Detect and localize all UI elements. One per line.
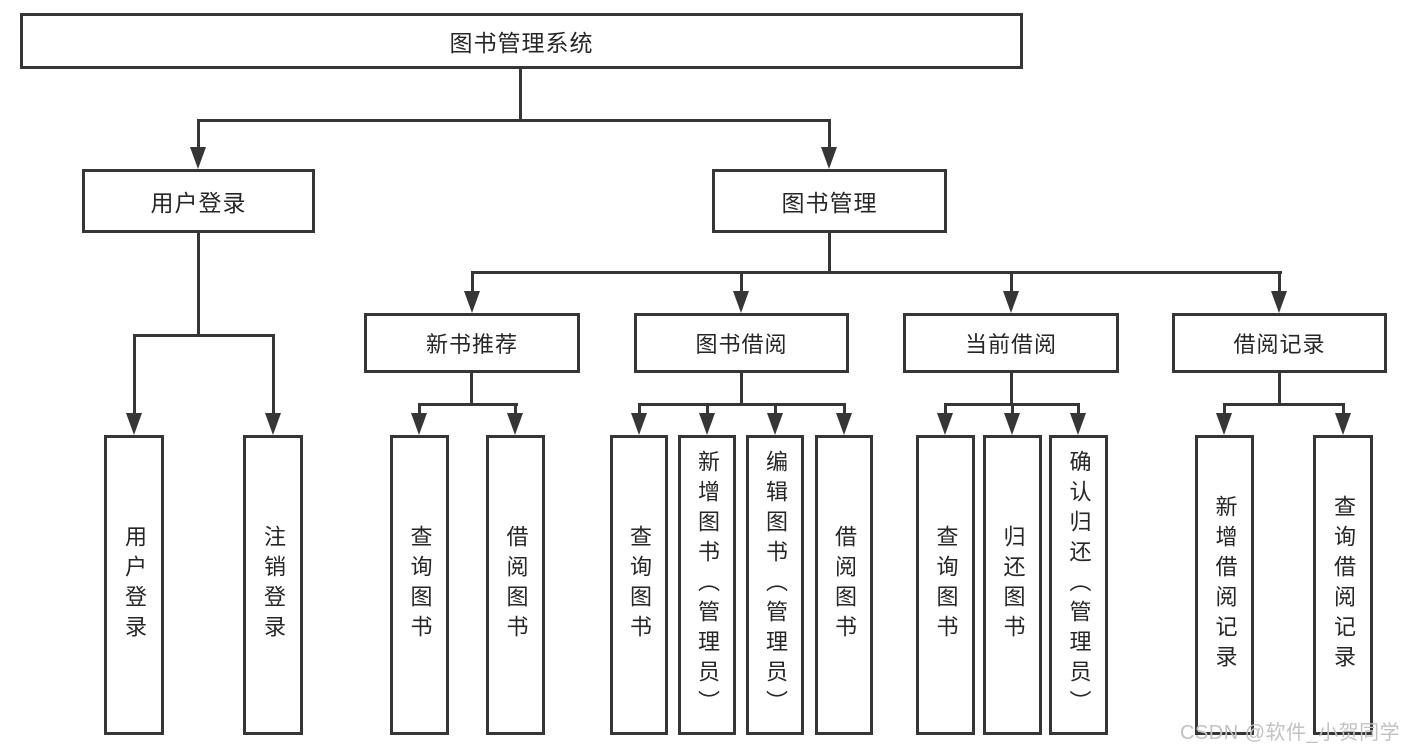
csdn-watermark: CSDN @软件_小贺同学: [1180, 722, 1401, 744]
leaf-borrow-books-recommend: 借阅图书: [486, 435, 545, 735]
node-label: 用户登录: [122, 525, 147, 645]
node-current-borrowing: 当前借阅: [903, 313, 1119, 373]
leaf-add-book-admin: 新增图书（管理员）: [678, 435, 736, 735]
connector-line: [418, 403, 518, 406]
connector-line: [740, 271, 743, 293]
connector-line: [1010, 271, 1013, 293]
arrowhead-down-icon: [821, 147, 837, 169]
node-label: 当前借阅: [964, 332, 1057, 357]
leaf-query-borrow-record: 查询借阅记录: [1313, 435, 1373, 735]
connector-line: [197, 119, 200, 151]
arrowhead-down-icon: [190, 147, 206, 169]
arrowhead-down-icon: [507, 413, 523, 435]
leaf-logout: 注销登录: [243, 435, 303, 735]
arrowhead-down-icon: [411, 413, 427, 435]
arrowhead-down-icon: [464, 291, 480, 313]
leaf-borrow-books-borrowing: 借阅图书: [815, 435, 873, 735]
node-label: 归还图书: [1000, 525, 1026, 645]
node-label: 新增借阅记录: [1212, 495, 1238, 675]
connector-line: [1077, 403, 1080, 417]
connector-line: [1342, 403, 1345, 417]
node-label: 新书推荐: [425, 332, 518, 357]
arrowhead-down-icon: [265, 413, 281, 435]
connector-line: [471, 271, 474, 293]
arrowhead-down-icon: [1216, 413, 1232, 435]
node-book-borrowing: 图书借阅: [634, 313, 849, 373]
connector-line: [774, 403, 777, 417]
leaf-user-login: 用户登录: [104, 435, 164, 735]
arrowhead-down-icon: [1335, 413, 1351, 435]
arrowhead-down-icon: [1003, 291, 1019, 313]
connector-line: [418, 403, 421, 417]
arrowhead-down-icon: [733, 291, 749, 313]
connector-line: [843, 403, 846, 417]
arrowhead-down-icon: [1271, 291, 1287, 313]
node-label: 借阅图书: [503, 525, 529, 645]
arrowhead-down-icon: [1070, 413, 1086, 435]
connector-line: [1223, 403, 1345, 406]
leaf-query-books-recommend: 查询图书: [390, 435, 449, 735]
node-label: 图书管理: [781, 190, 878, 216]
node-label: 图书借阅: [695, 332, 788, 357]
connector-line: [272, 334, 275, 415]
node-label: 编辑图书（管理员）: [763, 450, 788, 720]
node-label: 借阅记录: [1233, 332, 1326, 357]
connector-line: [519, 69, 522, 122]
node-user-login: 用户登录: [82, 169, 315, 233]
node-book-management-system: 图书管理系统: [20, 13, 1023, 69]
connector-line: [1011, 403, 1014, 417]
connector-line: [638, 403, 846, 406]
connector-line: [1010, 373, 1013, 406]
leaf-query-books-borrowing: 查询图书: [610, 435, 668, 735]
connector-line: [944, 403, 947, 417]
node-borrowing-records: 借阅记录: [1172, 313, 1387, 373]
connector-line: [470, 373, 473, 406]
node-new-book-recommendation: 新书推荐: [364, 313, 580, 373]
arrowhead-down-icon: [126, 413, 142, 435]
node-label: 查询图书: [407, 525, 433, 645]
arrowhead-down-icon: [767, 413, 783, 435]
leaf-edit-book-admin: 编辑图书（管理员）: [746, 435, 804, 735]
connector-line: [706, 403, 709, 417]
arrowhead-down-icon: [937, 413, 953, 435]
node-label: 查询图书: [933, 525, 959, 645]
leaf-query-books-current: 查询图书: [916, 435, 975, 735]
connector-line: [514, 403, 517, 417]
arrowhead-down-icon: [699, 413, 715, 435]
leaf-confirm-return-admin: 确认归还（管理员）: [1049, 435, 1108, 735]
node-label: 查询借阅记录: [1331, 495, 1356, 675]
node-label: 查询图书: [627, 525, 652, 645]
node-label: 注销登录: [261, 525, 286, 645]
node-label: 用户登录: [150, 190, 247, 216]
connector-line: [638, 403, 641, 417]
connector-line: [197, 119, 831, 122]
arrowhead-down-icon: [1004, 413, 1020, 435]
connector-line: [1278, 373, 1281, 406]
connector-line: [1223, 403, 1226, 417]
connector-line: [197, 233, 200, 337]
connector-line: [1278, 271, 1281, 293]
connector-line: [133, 334, 136, 415]
node-label: 新增图书（管理员）: [695, 450, 720, 720]
node-book-management: 图书管理: [712, 169, 947, 233]
connector-line: [133, 334, 275, 337]
arrowhead-down-icon: [631, 413, 647, 435]
node-label: 借阅图书: [832, 525, 857, 645]
connector-line: [828, 233, 831, 274]
connector-line: [828, 119, 831, 151]
node-label: 图书管理系统: [449, 30, 594, 56]
leaf-return-books: 归还图书: [983, 435, 1042, 735]
leaf-add-borrow-record: 新增借阅记录: [1195, 435, 1254, 735]
connector-line: [740, 373, 743, 406]
connector-line: [471, 271, 1282, 274]
node-label: 确认归还（管理员）: [1066, 450, 1092, 720]
arrowhead-down-icon: [836, 413, 852, 435]
